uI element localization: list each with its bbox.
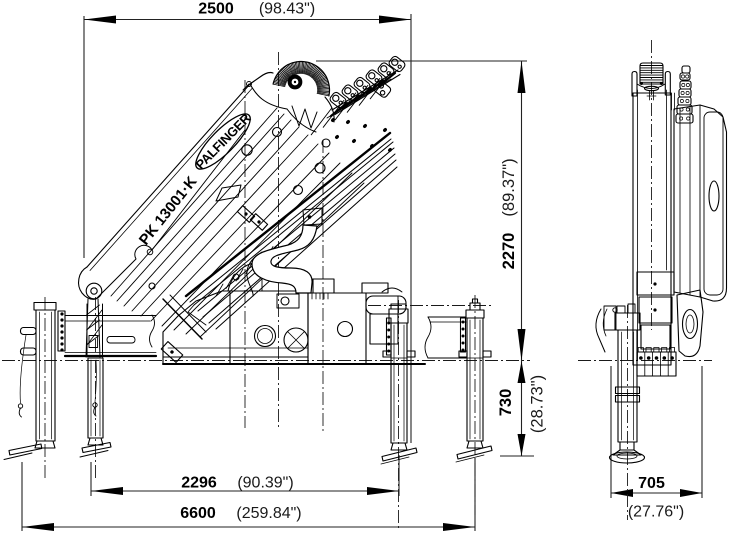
svg-text:6600: 6600 [180, 505, 216, 522]
svg-text:(27.76"): (27.76") [628, 504, 684, 521]
svg-text:(89.37"): (89.37") [500, 158, 518, 216]
svg-text:2500: 2500 [198, 1, 234, 18]
svg-text:(90.39"): (90.39") [237, 475, 293, 492]
svg-text:2296: 2296 [181, 475, 217, 492]
svg-text:2270: 2270 [500, 233, 518, 270]
svg-text:(28.73"): (28.73") [529, 375, 547, 433]
svg-text:730: 730 [497, 389, 515, 417]
svg-text:(98.43"): (98.43") [259, 1, 315, 18]
svg-text:705: 705 [638, 475, 665, 492]
svg-text:(259.84"): (259.84") [236, 505, 301, 522]
